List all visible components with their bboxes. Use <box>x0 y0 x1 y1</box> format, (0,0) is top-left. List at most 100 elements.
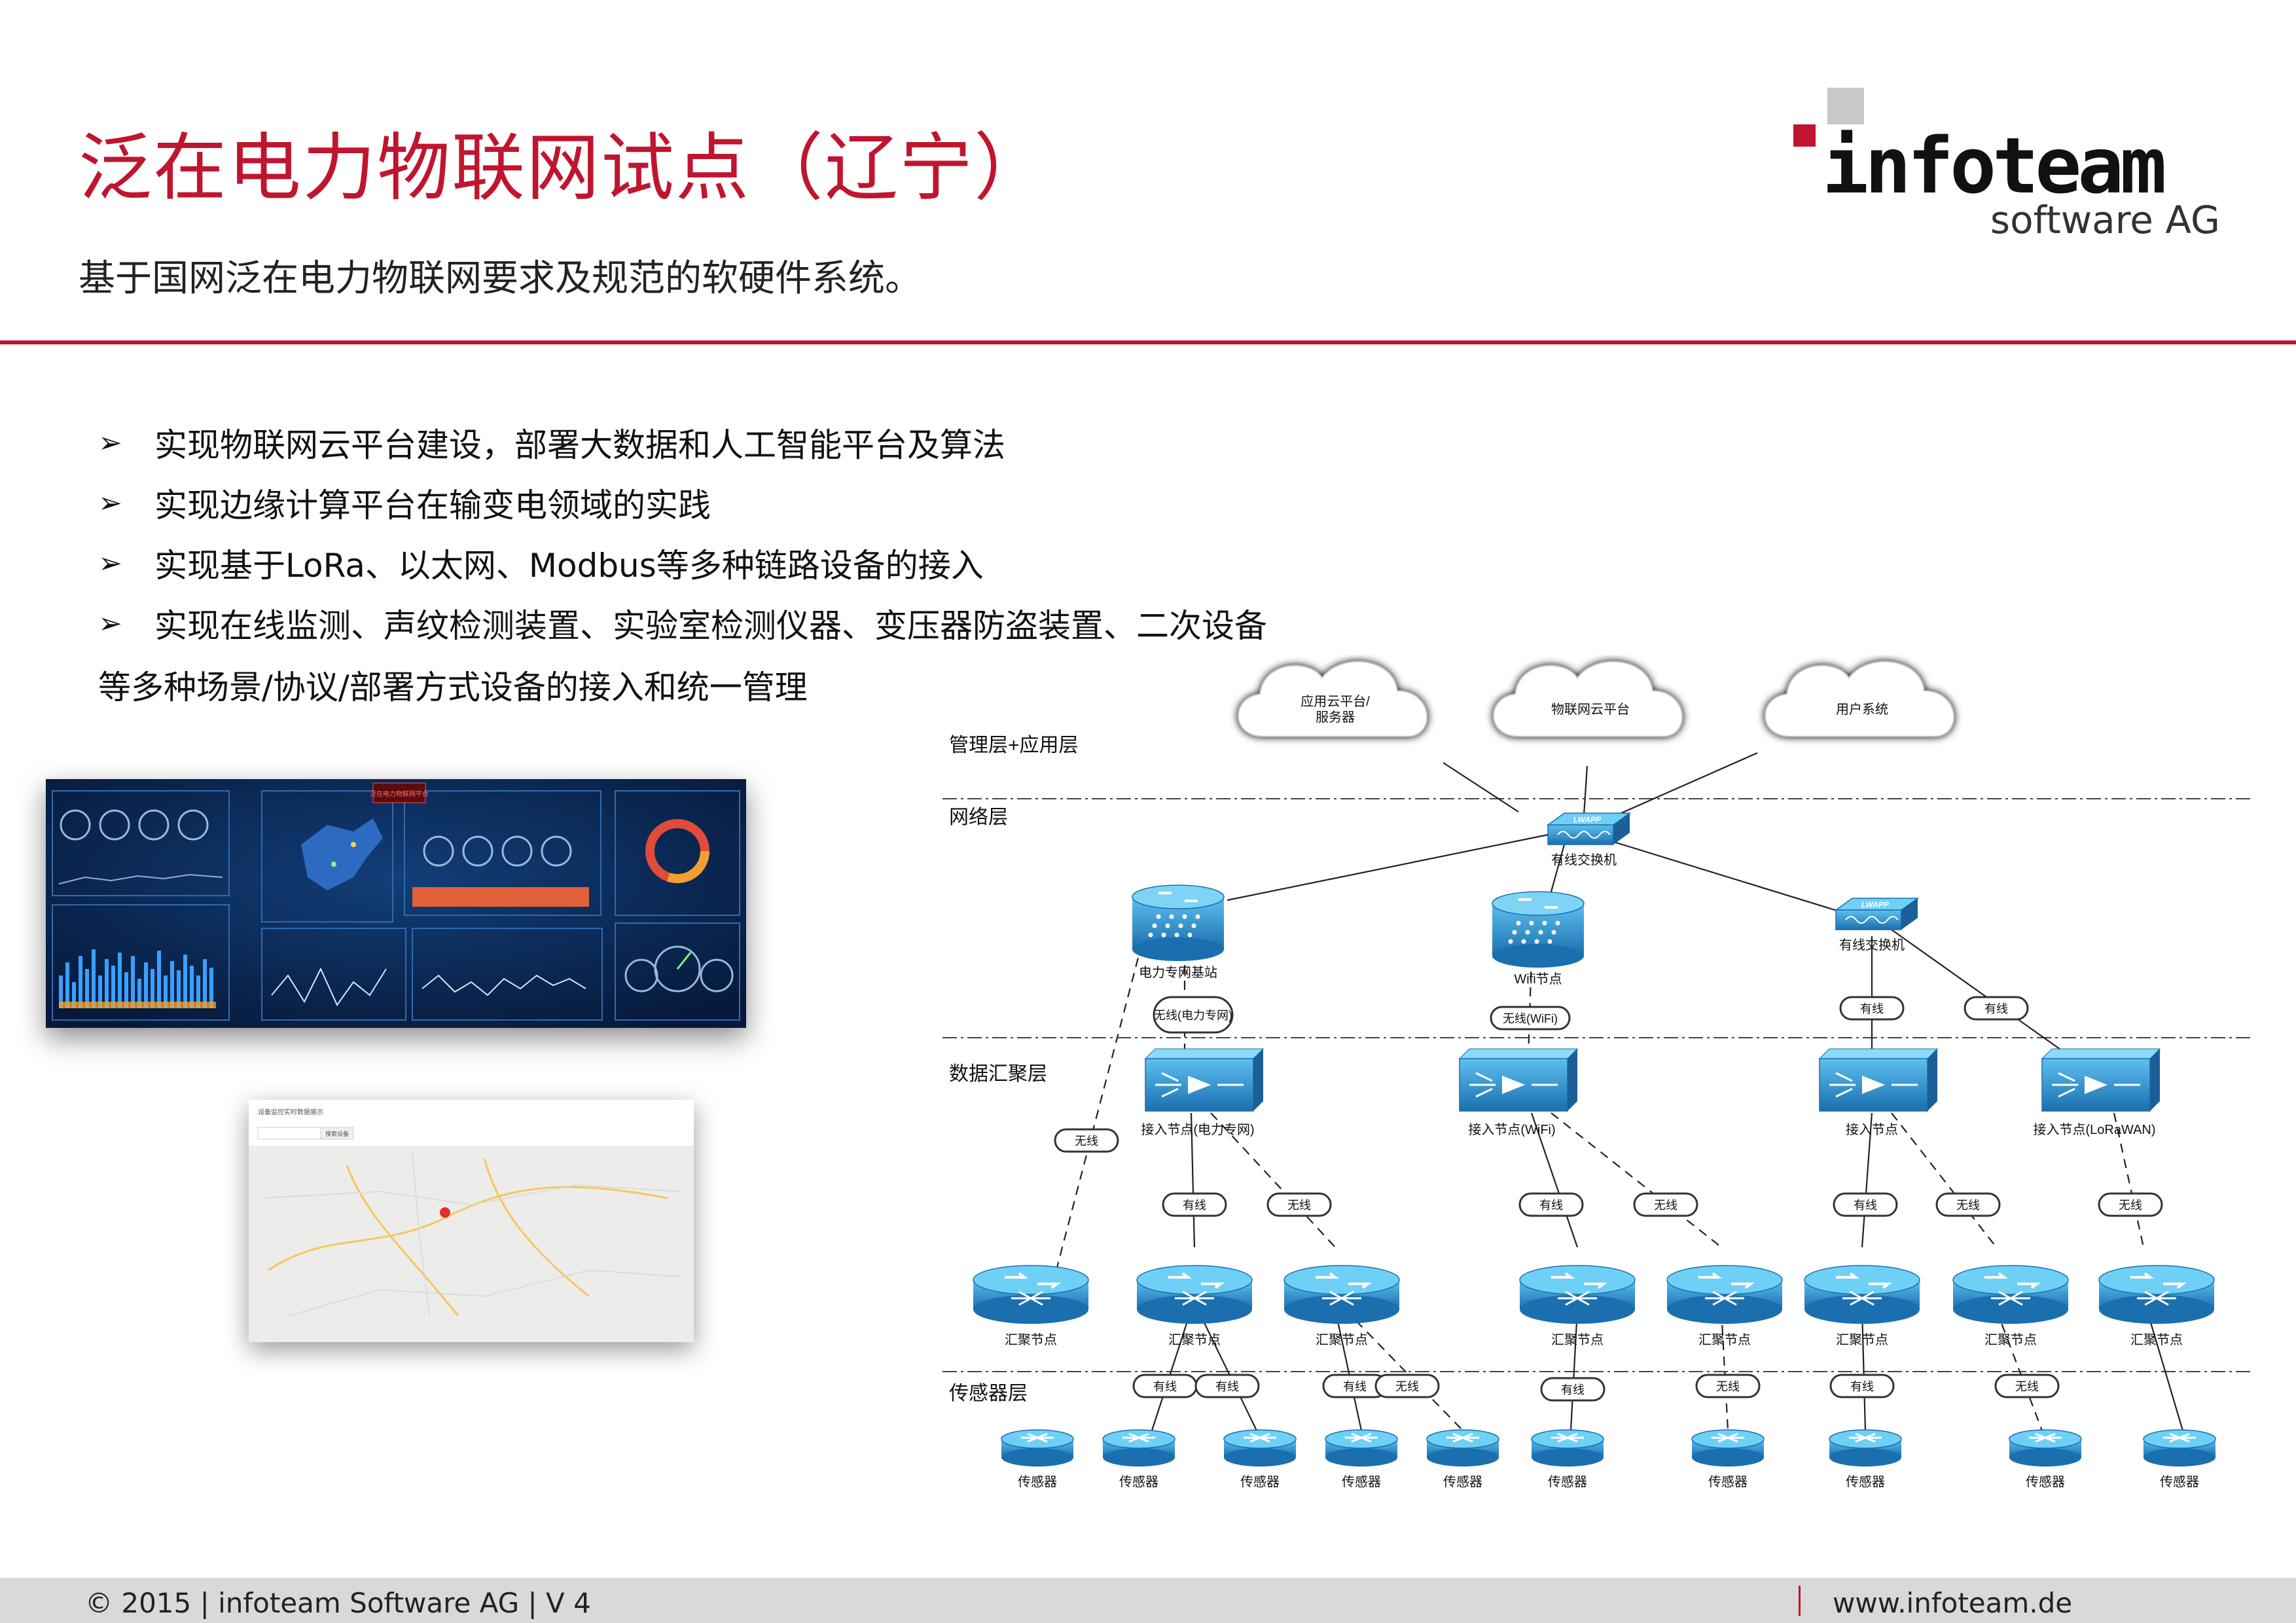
access-node-label: 接入节点 <box>1846 1122 1898 1137</box>
link-label: 无线 <box>1716 1380 1740 1393</box>
link-label-pill <box>1162 1192 1227 1217</box>
sensor-node <box>1102 1429 1175 1467</box>
access-node-wifi <box>1458 1048 1579 1112</box>
aggregation-node <box>1666 1265 1783 1324</box>
header-divider <box>0 340 2296 344</box>
aggregation-node <box>1804 1265 1920 1324</box>
aggregation-node-label: 汇聚节点 <box>1984 1332 2037 1347</box>
logo-grey-square <box>1827 88 1864 124</box>
link-label-pill <box>2098 1192 2163 1217</box>
cloud-app-server <box>1237 661 1428 737</box>
logo-name: infoteam <box>1822 120 2166 211</box>
switch-label: 有线交换机 <box>1839 938 1905 953</box>
link-label: 有线 <box>1561 1383 1585 1396</box>
aggregation-node <box>2098 1265 2215 1324</box>
link-label-pill <box>1829 1374 1895 1398</box>
company-logo: infoteam software AG <box>1793 85 2225 249</box>
link-label: 无线 <box>1075 1135 1098 1148</box>
link-label: 无线 <box>1287 1199 1311 1212</box>
network-link <box>1334 1309 1363 1431</box>
sensor-node <box>2143 1429 2216 1467</box>
link-label: 无线 <box>2015 1380 2039 1393</box>
network-link <box>1190 1112 1196 1248</box>
bullet-item: ➢实现物联网云平台建设，部署大数据和人工智能平台及算法 <box>98 412 1342 473</box>
bullet-item: ➢实现边缘计算平台在输变电领域的实践 <box>98 473 1342 533</box>
map-screenshot: 设备监控实时数据展示 搜索设备 <box>249 1100 694 1342</box>
sensor-label: 传感器 <box>2026 1474 2065 1489</box>
sensor-label: 传感器 <box>1846 1474 1885 1489</box>
access-node-power <box>1144 1048 1265 1112</box>
cloud-label: 物联网云平台 <box>1551 702 1630 717</box>
switch-brand: LWAPP <box>1861 900 1890 909</box>
page-title: 泛在电力物联网试点（辽宁） <box>79 126 1049 211</box>
link-label: 有线 <box>1854 1199 1877 1212</box>
link-label: 无线 <box>1654 1199 1677 1212</box>
sensor-label: 传感器 <box>1240 1474 1280 1489</box>
page-subtitle: 基于国网泛在电力物联网要求及规范的软硬件系统。 <box>79 257 922 300</box>
bullet-arrow-icon: ➢ <box>98 546 122 580</box>
access-node-label: 接入节点(电力专网) <box>1141 1122 1254 1137</box>
link-label-pill <box>1833 1192 1898 1217</box>
sensor-node <box>1223 1429 1297 1467</box>
station-label: 电力专网基站 <box>1139 965 1217 980</box>
aggregation-node <box>1136 1265 1253 1324</box>
access-node <box>1818 1048 1939 1112</box>
bullet-item: ➢实现基于LoRa、以太网、Modbus等多种链路设备的接入 <box>98 533 1342 593</box>
footer-website[interactable]: www.infoteam.de <box>1833 1587 2073 1619</box>
link-label-pill <box>1633 1192 1698 1217</box>
aggregation-node-label: 汇聚节点 <box>1168 1332 1221 1347</box>
access-node-label: 接入节点(WiFi) <box>1468 1122 1555 1137</box>
sensor-node <box>1691 1429 1765 1467</box>
access-node-label: 接入节点(LoRaWAN) <box>2033 1122 2155 1137</box>
sensor-node <box>1829 1429 1902 1467</box>
switch-brand: LWAPP <box>1573 815 1602 824</box>
aggregation-node <box>1952 1265 2069 1324</box>
link-label: 有线 <box>1850 1380 1874 1393</box>
sensor-label: 传感器 <box>1548 1474 1587 1489</box>
map-search-button: 搜索设备 <box>325 1130 349 1138</box>
cloud-label: 应用云平台/ <box>1300 694 1370 709</box>
aggregation-node-label: 汇聚节点 <box>1316 1332 1368 1347</box>
network-link <box>1720 1309 1729 1431</box>
wired-switch-main: LWAPP <box>1546 812 1632 845</box>
link-label-pill <box>1266 1192 1332 1217</box>
network-link <box>1443 762 1519 812</box>
layer-label: 传感器层 <box>949 1383 1028 1404</box>
station-label: Wifi节点 <box>1514 972 1562 987</box>
link-label: 无线 <box>1956 1199 1980 1212</box>
network-link <box>1052 942 1143 1281</box>
link-label: 无线(电力专网) <box>1154 1009 1232 1022</box>
network-link <box>2113 1112 2145 1248</box>
network-link <box>1891 929 2072 1058</box>
link-label-pill <box>1374 1374 1440 1398</box>
sensor-node <box>1001 1429 1074 1467</box>
aggregation-node <box>1519 1265 1636 1324</box>
bullet-text: 实现边缘计算平台在输变电领域的实践 <box>154 486 711 524</box>
link-label-pill <box>1695 1374 1761 1398</box>
sensor-node <box>1531 1429 1604 1467</box>
bullet-continuation: 等多种场景/协议/部署方式设备的接入和统一管理 <box>98 668 808 706</box>
sensor-label: 传感器 <box>1119 1474 1158 1489</box>
sensor-label: 传感器 <box>1018 1474 1057 1489</box>
sensor-node <box>1426 1429 1499 1467</box>
network-link <box>1227 833 1549 902</box>
layer-label: 数据汇聚层 <box>949 1063 1047 1085</box>
link-label-pill <box>1153 996 1234 1034</box>
cloud-label: 用户系统 <box>1836 702 1888 717</box>
network-link <box>1197 1309 1257 1431</box>
link-label: 有线 <box>1183 1199 1206 1212</box>
link-label: 有线 <box>1984 1002 2008 1015</box>
aggregation-node-label: 汇聚节点 <box>1836 1332 1888 1347</box>
network-link <box>1616 752 1758 816</box>
bullet-text: 实现物联网云平台建设，部署大数据和人工智能平台及算法 <box>154 426 1005 464</box>
power-base-station <box>1132 884 1225 961</box>
link-label: 有线 <box>1343 1380 1367 1393</box>
wifi-node <box>1492 891 1585 968</box>
link-label: 有线 <box>1860 1002 1884 1015</box>
footer-bar <box>0 1578 2296 1623</box>
layer-label: 管理层+应用层 <box>949 735 1079 756</box>
switch-label: 有线交换机 <box>1551 852 1617 867</box>
map-title: 设备监控实时数据展示 <box>258 1108 323 1116</box>
wired-switch-right: LWAPP <box>1834 898 1920 930</box>
